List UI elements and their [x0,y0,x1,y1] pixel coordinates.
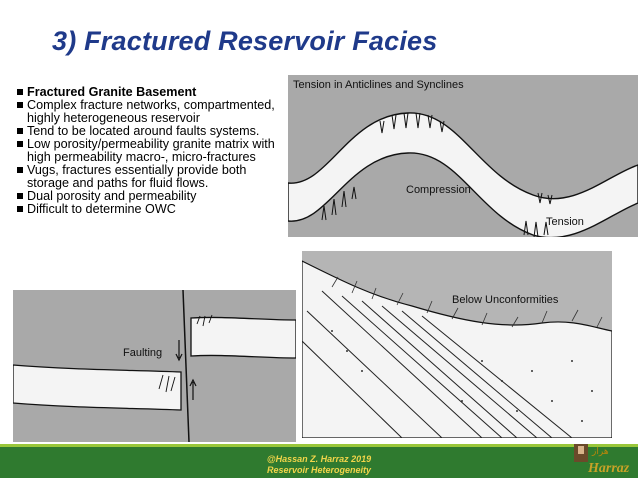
bullet-text: Complex fracture networks, compartmented… [27,98,275,125]
bullet-item: Fractured Granite Basement [16,86,286,99]
bullet-square-icon [17,141,23,147]
bullet-square-icon [17,193,23,199]
bullet-square-icon [17,128,23,134]
bullet-square-icon [17,206,23,212]
bullet-text: Low porosity/permeability granite matrix… [27,137,275,164]
footer-bar: @Hassan Z. Harraz 2019 Reservoir Heterog… [0,444,638,478]
harraz-logo: هراز Harraz [574,438,636,478]
bullet-item: Vugs, fractures essentially provide both… [16,164,286,190]
bullet-square-icon [17,89,23,95]
bullet-item: Complex fracture networks, compartmented… [16,99,286,125]
faulting-figure: Faulting [13,290,296,442]
tension-figure-title: Tension in Anticlines and Synclines [293,79,464,91]
bullet-item: Difficult to determine OWC [16,203,286,216]
bullet-text: Fractured Granite Basement [27,85,197,99]
bullet-square-icon [17,102,23,108]
bullet-text: Tend to be located around faults systems… [27,124,260,138]
bullet-item: Tend to be located around faults systems… [16,125,286,138]
bullet-square-icon [17,167,23,173]
footer-topic: Reservoir Heterogeneity [266,465,372,475]
tension-label: Tension [546,216,584,228]
logo-text: Harraz [587,461,630,476]
compression-label: Compression [406,184,471,196]
tension-fold-figure: Compression Tension Tension in Anticline… [288,75,638,237]
bullet-item: Dual porosity and permeability [16,190,286,203]
footer-author: @Hassan Z. Harraz 2019 [266,454,372,464]
bullet-text: Difficult to determine OWC [27,202,176,216]
unconformity-figure: Below Unconformities [302,251,612,438]
logo-arabic-text: هراز [591,447,609,457]
faulting-label: Faulting [123,347,162,359]
unconformity-label: Below Unconformities [452,294,559,306]
bullet-text: Dual porosity and permeability [27,189,197,203]
bullet-text: Vugs, fractures essentially provide both… [27,163,247,190]
footer-divider [0,444,638,447]
bullet-item: Low porosity/permeability granite matrix… [16,138,286,164]
bullet-list: Fractured Granite Basement Complex fract… [16,86,286,216]
slide-title: 3) Fractured Reservoir Facies [52,26,438,56]
